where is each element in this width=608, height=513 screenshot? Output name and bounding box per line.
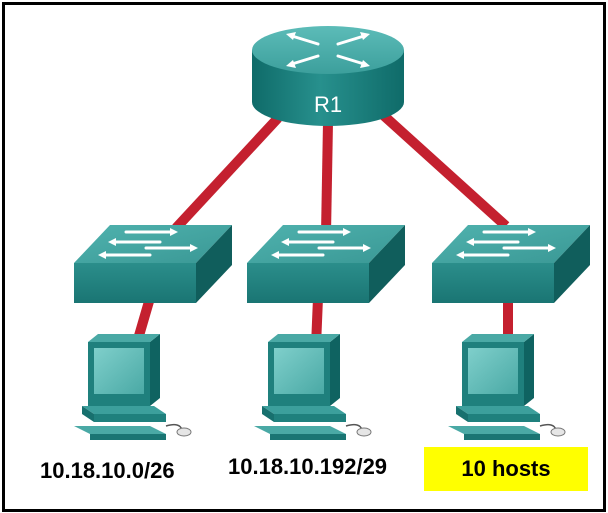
- pc-icon: [447, 333, 566, 441]
- switch-1: [72, 223, 234, 305]
- pc-icon: [253, 333, 372, 441]
- router-r1: R1: [252, 26, 404, 126]
- router-label: R1: [314, 92, 342, 117]
- network-label-3: 10 hosts: [461, 456, 551, 481]
- switch-icon: [430, 223, 592, 305]
- pc-1: [73, 333, 192, 441]
- pc-icon: [73, 333, 192, 441]
- switch-2: [245, 223, 407, 305]
- switch-icon: [245, 223, 407, 305]
- pc-3: [447, 333, 566, 441]
- highlighted-host-count-box: 10 hosts: [424, 447, 588, 491]
- network-label-2: 10.18.10.192/29: [228, 454, 388, 479]
- link-r1-switch-2: [321, 121, 333, 235]
- pc-2: [253, 333, 372, 441]
- link-r1-switch-1: [172, 114, 282, 232]
- link-r1-switch-3: [378, 110, 510, 230]
- switch-icon: [72, 223, 234, 305]
- switch-3: [430, 223, 592, 305]
- network-label-1: 10.18.10.0/26: [40, 458, 175, 483]
- router-icon: [252, 26, 404, 126]
